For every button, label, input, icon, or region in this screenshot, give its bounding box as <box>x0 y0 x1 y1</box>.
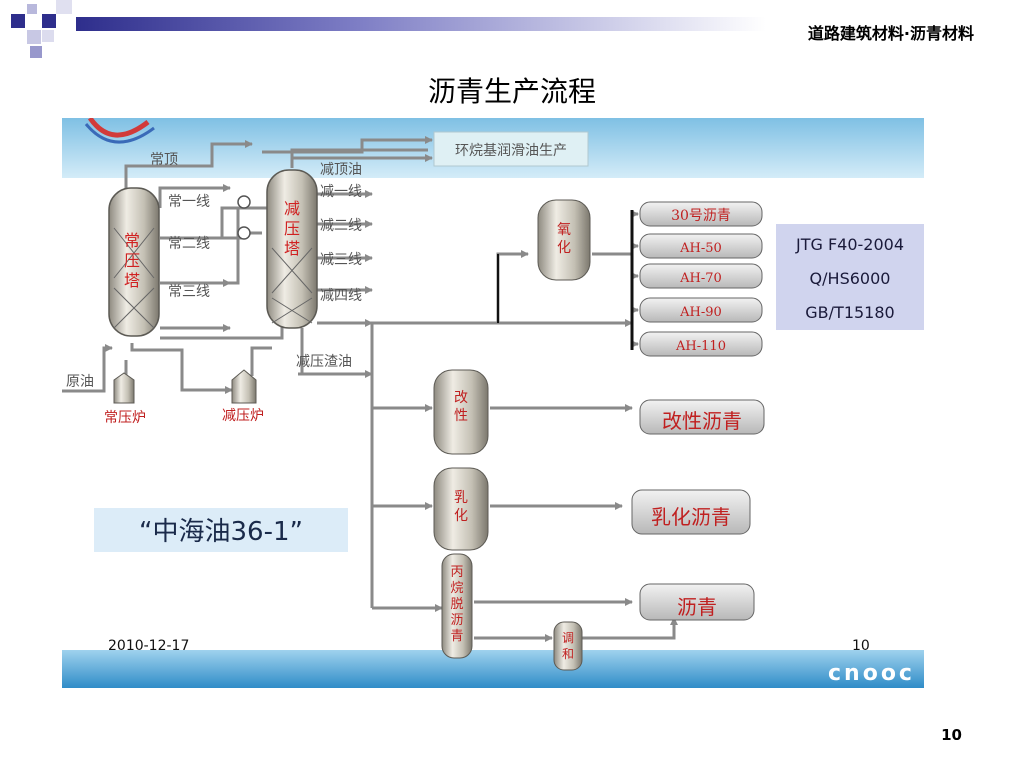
svg-text:AH-70: AH-70 <box>679 271 722 286</box>
course-header: 道路建筑材料·沥青材料 <box>807 24 974 43</box>
standard-label: GB/T15180 <box>805 303 894 322</box>
svg-text:沥青: 沥青 <box>677 595 717 619</box>
stream-label: 减顶油 <box>320 162 362 178</box>
svg-text:氧: 氧 <box>557 222 571 238</box>
product-drum: 改性沥青 <box>639 399 765 435</box>
modification-unit: 改 性 <box>433 369 489 455</box>
grade-disk: AH-70 <box>639 263 763 289</box>
svg-text:AH-50: AH-50 <box>679 241 722 256</box>
grade-disk: AH-110 <box>639 331 763 357</box>
brand-quote: “中海油36-1” <box>139 517 303 547</box>
feed-label: 原油 <box>66 374 94 390</box>
atmospheric-tower: 常 压 塔 <box>108 187 160 337</box>
svg-text:性: 性 <box>454 408 468 424</box>
stream-label: 减二线 <box>320 218 362 234</box>
inner-date: 2010-12-17 <box>108 638 189 654</box>
oxidation-unit: 氧 化 <box>537 199 591 281</box>
grade-disk: AH-90 <box>639 297 763 323</box>
product-drum: 沥青 <box>639 583 755 621</box>
tower-char: 压 <box>284 219 300 238</box>
svg-text:化: 化 <box>557 240 571 256</box>
corner-squares-decoration <box>11 0 72 58</box>
furnace-label: 减压炉 <box>222 408 264 424</box>
svg-text:化: 化 <box>454 508 468 524</box>
svg-text:烷: 烷 <box>450 581 463 596</box>
grade-disk: AH-50 <box>639 233 763 259</box>
valve-icon <box>237 195 251 209</box>
svg-text:和: 和 <box>562 647 574 661</box>
stream-label: 减压渣油 <box>296 354 352 370</box>
atmospheric-furnace-icon <box>113 372 135 404</box>
tower-char: 常 <box>124 231 140 250</box>
stream-label: 减三线 <box>320 252 362 268</box>
lube-oil-box: 环烷基润滑油生产 <box>455 142 567 159</box>
stream-label: 常顶 <box>150 152 178 168</box>
page-number: 10 <box>941 726 962 744</box>
tower-char: 减 <box>284 199 300 218</box>
tower-char: 塔 <box>124 271 140 290</box>
svg-text:脱: 脱 <box>450 597 463 612</box>
blending-unit: 调 和 <box>553 621 583 671</box>
stream-label: 常二线 <box>168 236 210 252</box>
inner-page: 10 <box>852 638 870 654</box>
stream-label: 减一线 <box>320 184 362 200</box>
standard-label: Q/HS6000 <box>810 269 891 288</box>
svg-text:30号沥青: 30号沥青 <box>671 208 731 224</box>
deasphalting-unit: 丙 烷 脱 沥 青 <box>441 553 473 659</box>
tower-char: 塔 <box>284 239 300 258</box>
svg-text:调: 调 <box>562 631 574 645</box>
svg-text:改: 改 <box>454 390 468 406</box>
svg-text:AH-110: AH-110 <box>675 339 726 354</box>
emulsification-unit: 乳 化 <box>433 467 489 551</box>
furnace-label: 常压炉 <box>104 410 146 426</box>
svg-text:乳: 乳 <box>454 490 468 506</box>
page-title: 沥青生产流程 <box>427 75 596 108</box>
svg-text:乳化沥青: 乳化沥青 <box>651 505 731 529</box>
vacuum-furnace-icon <box>231 369 257 404</box>
cnooc-emblem <box>84 118 155 144</box>
svg-text:丙: 丙 <box>450 565 463 580</box>
product-drum: 乳化沥青 <box>631 489 751 535</box>
header-gradient-bar <box>76 17 766 31</box>
bottom-band <box>62 650 924 688</box>
grade-disk: 30号沥青 <box>639 201 763 227</box>
svg-text:AH-90: AH-90 <box>679 305 722 320</box>
process-flow-diagram: 常 压 塔 减 压 塔 常顶 常一线 常二线 常三线 减顶油 减一线 减二线 减… <box>62 118 924 688</box>
stream-label: 减四线 <box>320 288 362 304</box>
cnooc-logo: cnooc <box>828 661 915 686</box>
tower-char: 压 <box>124 251 140 270</box>
valve-icon <box>237 226 251 240</box>
standard-label: JTG F40-2004 <box>795 235 904 254</box>
svg-text:沥: 沥 <box>450 613 463 628</box>
svg-text:改性沥青: 改性沥青 <box>662 409 742 433</box>
vacuum-tower: 减 压 塔 <box>266 169 318 329</box>
stream-label: 常一线 <box>168 194 210 210</box>
stream-label: 常三线 <box>168 284 210 300</box>
svg-text:青: 青 <box>450 629 463 644</box>
